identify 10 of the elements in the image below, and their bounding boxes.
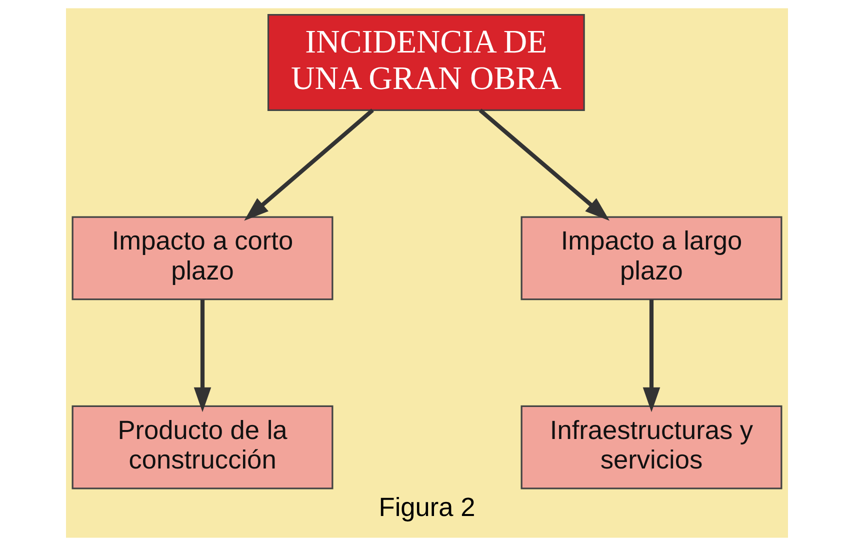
arrow	[244, 108, 374, 221]
node-box: Impacto a corto plazo	[71, 216, 333, 300]
node-box: Impacto a largo plazo	[520, 216, 782, 300]
node-box: Producto de la construcción	[71, 405, 333, 490]
caption: Figura 2	[378, 492, 475, 522]
node-box: Infraestructuras y servicios	[520, 405, 782, 490]
arrow	[193, 300, 211, 412]
arrow	[478, 108, 610, 221]
node-box: INCIDENCIA DE UNA GRAN OBRA	[266, 14, 584, 111]
arrow	[642, 300, 660, 412]
